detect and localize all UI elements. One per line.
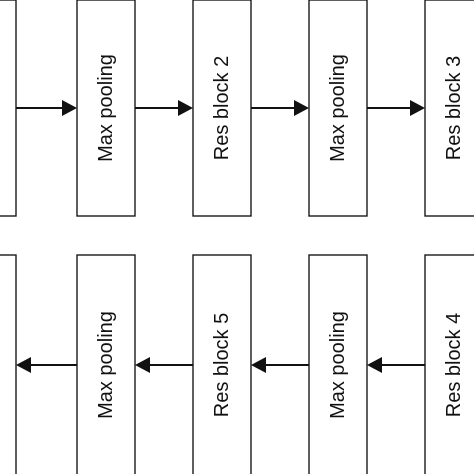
- label-top-res-block-3: Res block 3: [443, 56, 465, 161]
- block-top-res-block-3: [424, 0, 474, 217]
- block-bottom-res-block-5: [192, 254, 252, 474]
- block-bottom-max-pooling-2: [308, 254, 368, 474]
- block-top-max-pooling-1: [76, 0, 136, 217]
- arrow-left-1: [16, 357, 77, 373]
- label-bottom-max-pooling-2: Max pooling: [327, 311, 349, 419]
- bottom-row: Max pooling Res block 5 Max pooling Res …: [0, 254, 474, 474]
- arrow-left-4: [367, 357, 425, 373]
- block-top-left-edge: [0, 0, 17, 217]
- label-bottom-res-block-4: Res block 4: [443, 313, 465, 418]
- label-top-max-pooling-1: Max pooling: [95, 54, 117, 162]
- arrow-right-2: [135, 100, 193, 116]
- block-bottom-res-block-4: [424, 254, 474, 474]
- block-bottom-max-pooling-1: [76, 254, 136, 474]
- arrow-left-2: [135, 357, 193, 373]
- label-bottom-res-block-5: Res block 5: [211, 313, 233, 418]
- arrow-right-3: [251, 100, 309, 116]
- label-top-max-pooling-2: Max pooling: [327, 54, 349, 162]
- block-top-res-block-2: [192, 0, 252, 217]
- top-row: Max pooling Res block 2 Max pooling Res …: [0, 0, 474, 217]
- label-bottom-max-pooling-1: Max pooling: [95, 311, 117, 419]
- block-bottom-left-edge: [0, 254, 17, 474]
- arrow-right-1: [16, 100, 77, 116]
- arrow-right-4: [367, 100, 425, 116]
- arrow-left-3: [251, 357, 309, 373]
- label-top-res-block-2: Res block 2: [211, 56, 233, 161]
